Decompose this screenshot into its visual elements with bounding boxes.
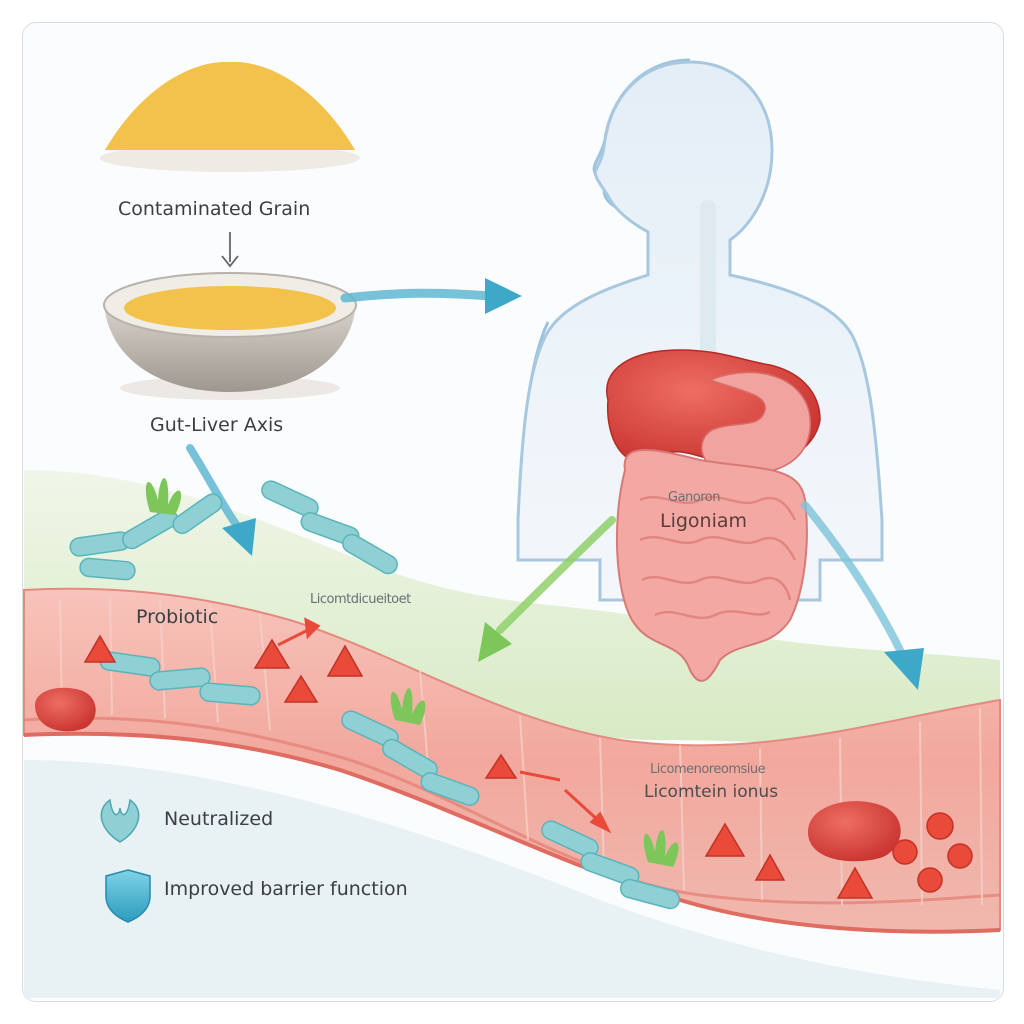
arrow-axis-to-gut-head bbox=[222, 518, 256, 556]
gut-wall-outer-line bbox=[23, 731, 1001, 934]
neutralized-icon bbox=[100, 798, 140, 843]
gut-wall-inner-line bbox=[23, 716, 1001, 905]
esophagus bbox=[700, 200, 716, 380]
arrow-organ-to-gut-right bbox=[801, 501, 904, 654]
gut-label-top: Licomenoreomsiue bbox=[650, 762, 766, 777]
kidney-right bbox=[807, 801, 901, 862]
arrow-bowl-to-body bbox=[340, 288, 495, 303]
arrow-bowl-to-body-head bbox=[485, 278, 522, 314]
gut-label: Licomtein ionus bbox=[644, 782, 779, 802]
grain-heap bbox=[100, 61, 360, 172]
probiotic-label: Probiotic bbox=[136, 606, 219, 628]
arrow-organ-to-gut-green bbox=[496, 516, 616, 634]
grain-bowl bbox=[103, 272, 357, 400]
arrow-organ-to-gut-right-head bbox=[884, 648, 924, 690]
arrow-grain-to-bowl-head bbox=[221, 255, 239, 268]
kidney-left bbox=[35, 687, 96, 732]
arrow-organ-to-gut-green-head bbox=[478, 622, 512, 662]
contaminated-grain-label: Contaminated Grain bbox=[118, 198, 311, 220]
neutralized-label: Neutralized bbox=[164, 808, 274, 830]
intestine-folds bbox=[639, 495, 797, 620]
improved-barrier-label: Improved barrier function bbox=[164, 878, 408, 900]
shield-icon bbox=[105, 869, 151, 923]
gut-label-mid: Licomtdicueitoet bbox=[310, 592, 411, 607]
sprouts bbox=[145, 478, 679, 867]
small-intestine bbox=[615, 449, 808, 682]
lower-background bbox=[24, 760, 1000, 998]
toxins bbox=[83, 634, 973, 899]
organ-label-top: Ganoron bbox=[668, 490, 721, 505]
gut-liver-axis-label: Gut-Liver Axis bbox=[150, 414, 284, 436]
toxin-arrows bbox=[277, 617, 612, 834]
bacteria-clusters bbox=[69, 480, 681, 910]
organ-label: Ligoniam bbox=[660, 510, 748, 532]
arrow-axis-to-gut bbox=[186, 444, 244, 534]
